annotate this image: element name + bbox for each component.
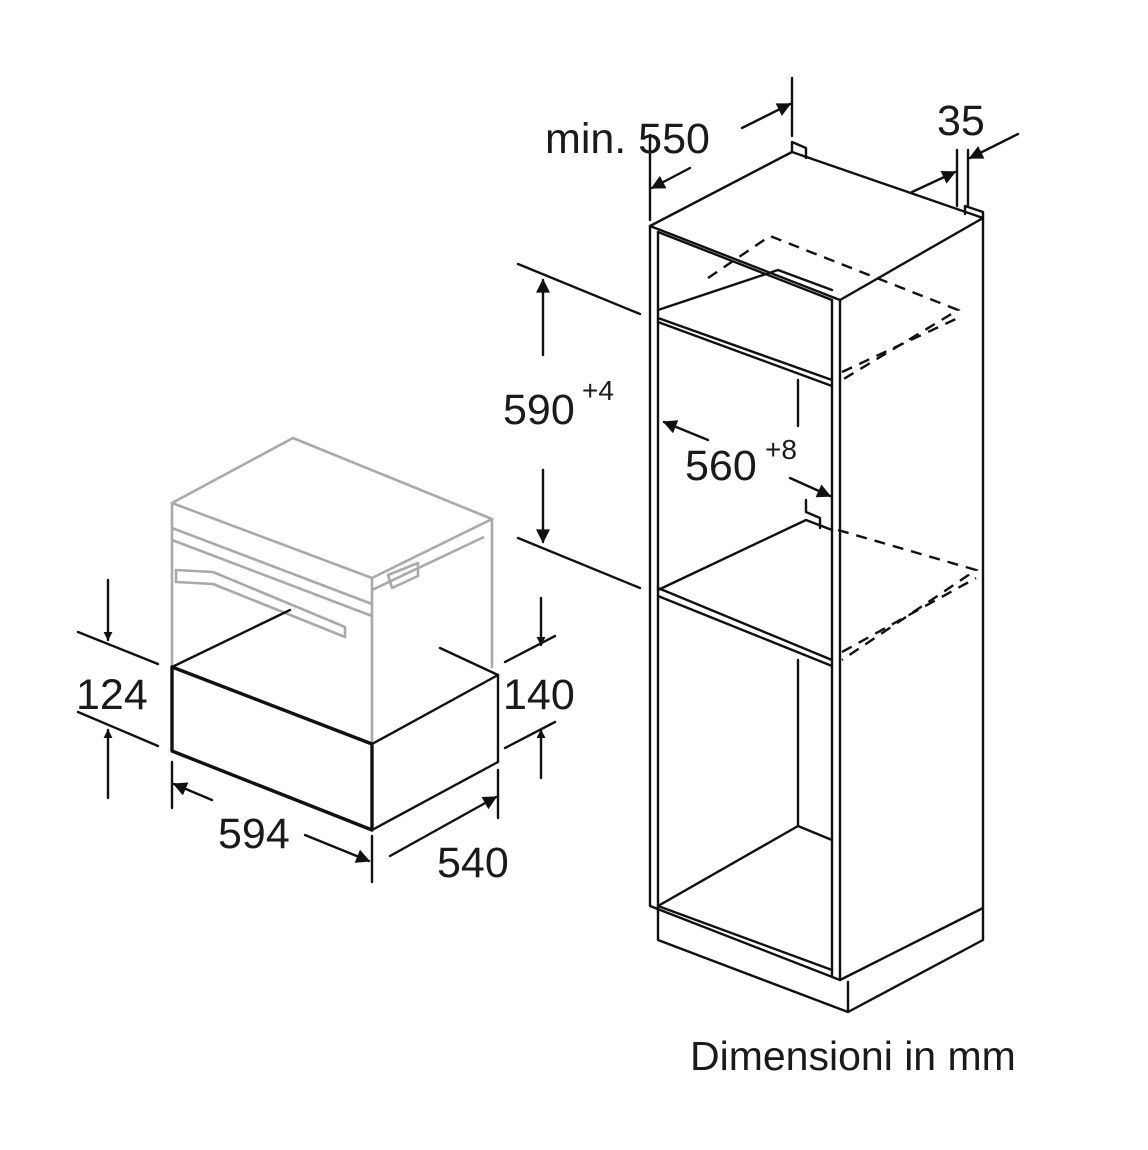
- label-140: 140: [503, 671, 575, 719]
- label-min-550: min. 550: [545, 115, 710, 163]
- label-35: 35: [937, 97, 985, 145]
- warming-drawer: [170, 608, 500, 832]
- label-540: 540: [437, 839, 509, 887]
- label-594: 594: [218, 810, 290, 858]
- label-590-tol: +4: [582, 375, 614, 406]
- dim-140-lines: [503, 596, 557, 780]
- label-560-tol: +8: [765, 434, 797, 465]
- dim-540-lines: [388, 768, 500, 858]
- niche-dashes: [707, 234, 979, 661]
- dim-550-lines: [648, 76, 794, 222]
- dim-590-lines: [516, 262, 642, 590]
- caption: Dimensioni in mm: [690, 1033, 1016, 1079]
- dim-124-lines: [76, 578, 160, 800]
- dim-560-lines: [662, 420, 832, 498]
- appliance-outline: [170, 436, 494, 744]
- label-590: 590: [503, 386, 575, 434]
- dim-594-lines: [170, 760, 374, 884]
- label-560: 560: [685, 442, 757, 490]
- dim-35-lines: [910, 132, 1020, 208]
- cabinet: [648, 140, 985, 1014]
- label-124: 124: [76, 671, 148, 719]
